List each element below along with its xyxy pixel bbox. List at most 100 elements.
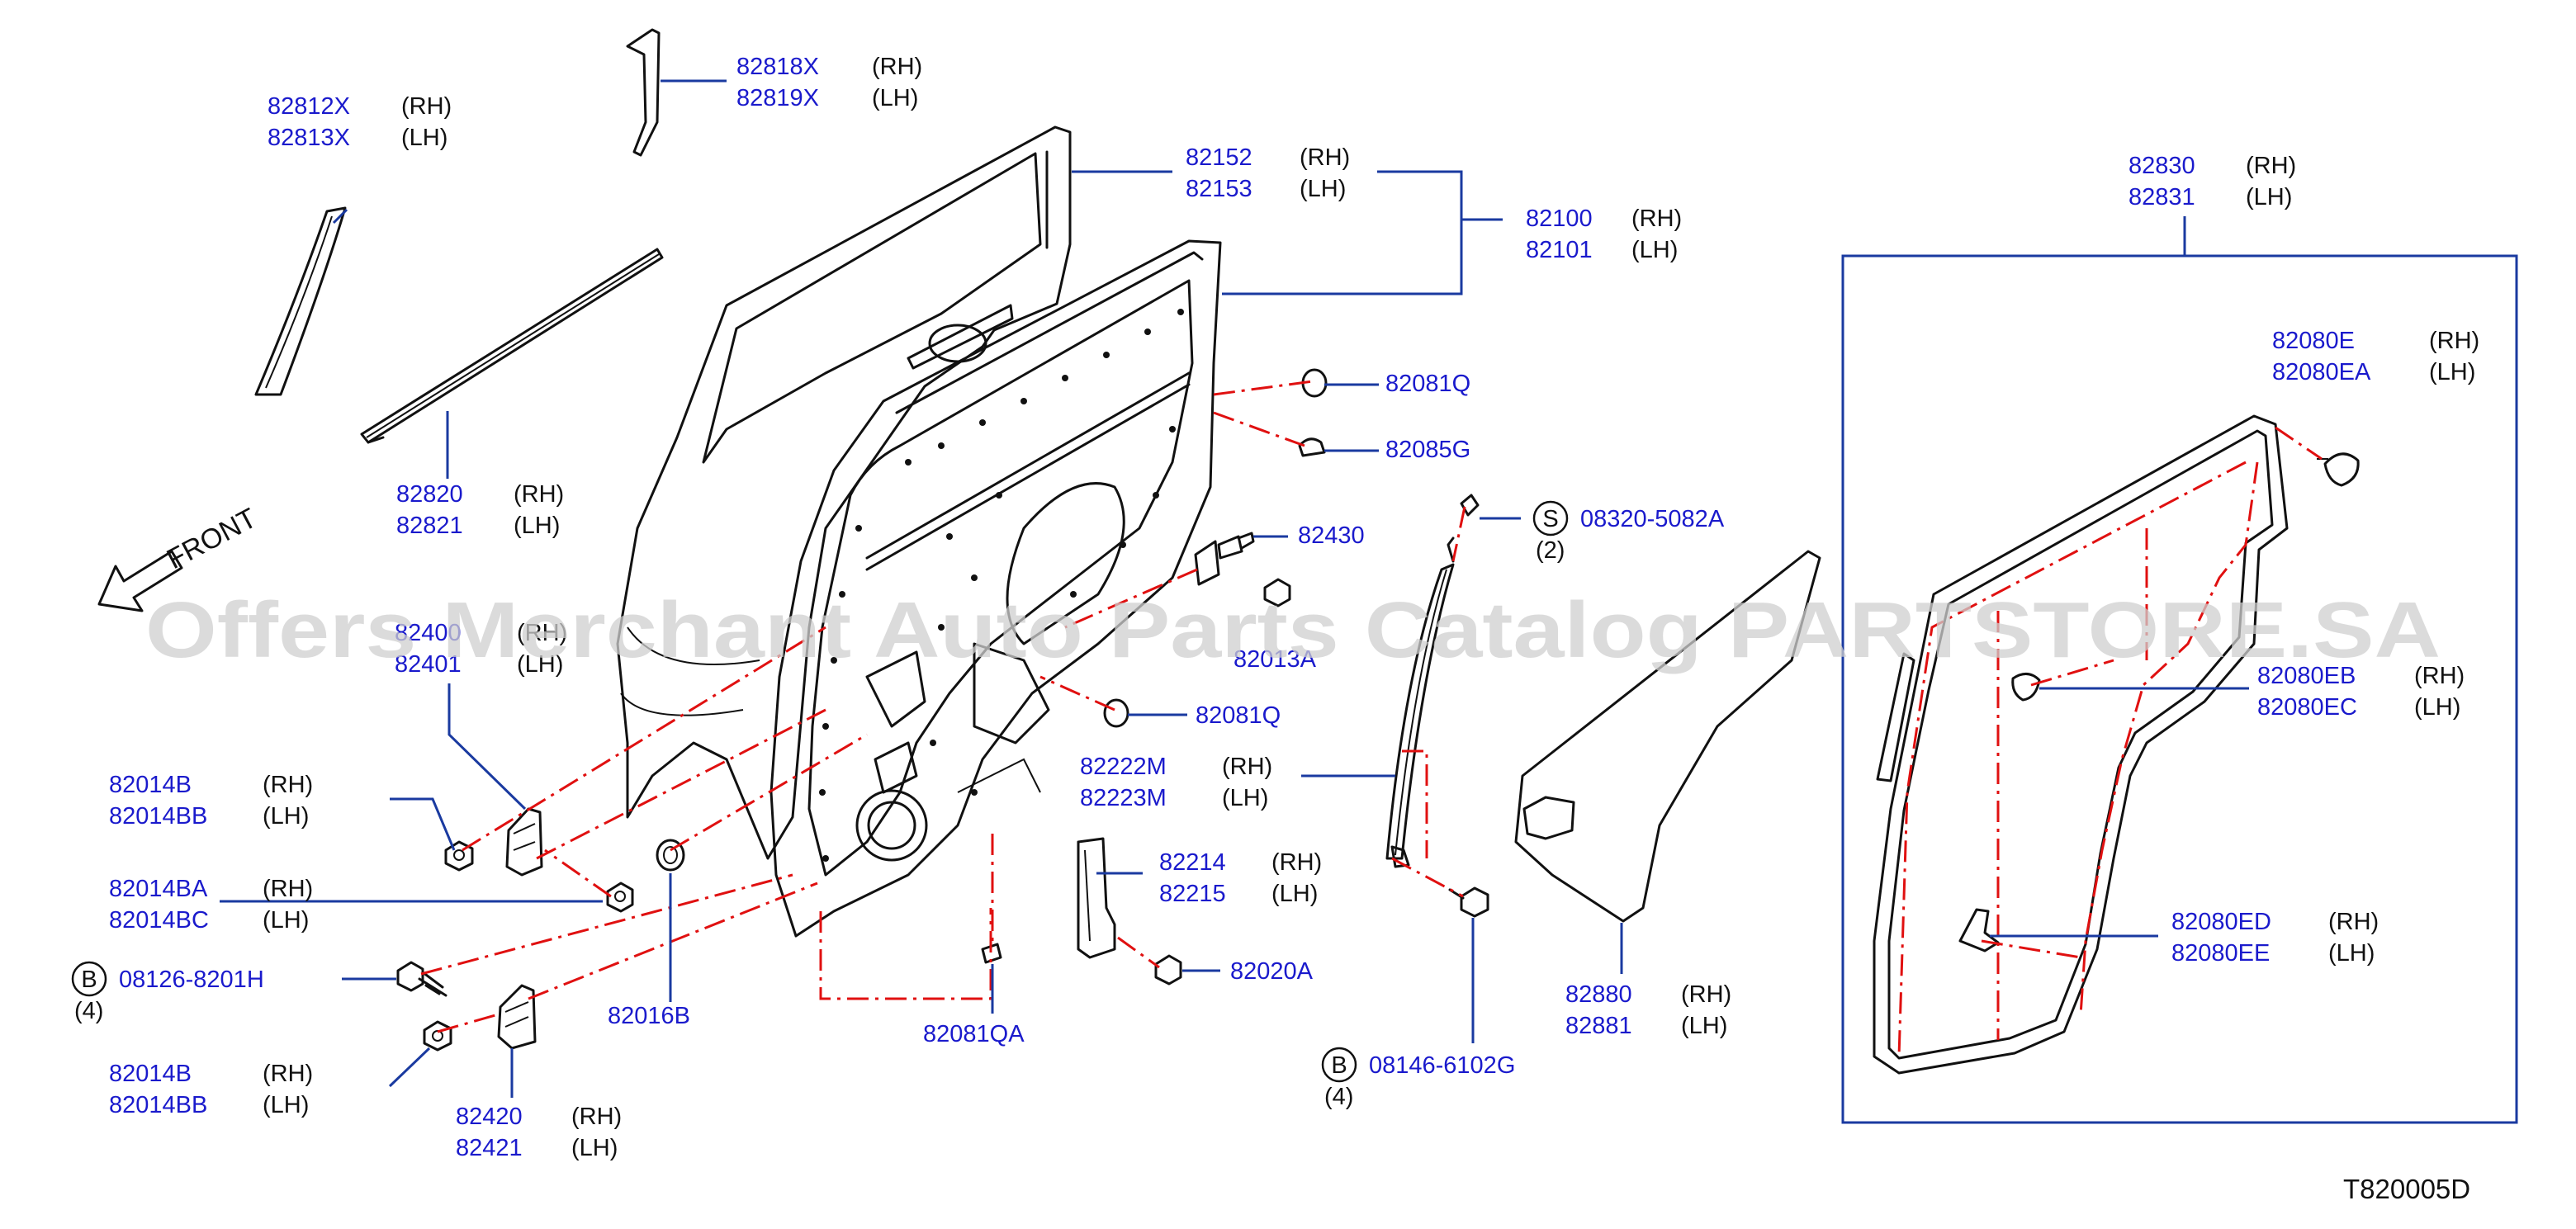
part-number[interactable]: 08126-8201H	[119, 967, 264, 993]
side-designation: (RH)	[2414, 663, 2465, 689]
side-designation: (LH)	[872, 85, 918, 111]
part-number[interactable]: 82401	[395, 651, 462, 678]
side-designation: (RH)	[1300, 144, 1350, 171]
side-designation: (LH)	[263, 803, 309, 830]
callout-c02: 82818X (RH) 82819X (LH)	[736, 54, 922, 111]
part-number[interactable]: 82080EA	[2272, 359, 2371, 385]
part-number[interactable]: 82014B	[109, 772, 192, 798]
callout-c14: 82222M (RH) 82223M (LH)	[1080, 754, 1272, 811]
part-number[interactable]: 82214	[1159, 849, 1226, 876]
part-number[interactable]: 82421	[456, 1135, 523, 1161]
part-number[interactable]: 82080EB	[2257, 663, 2356, 689]
part-number[interactable]: 82014BB	[109, 1092, 207, 1118]
callout-c08: 82430	[1298, 522, 1365, 549]
side-designation: (LH)	[2328, 940, 2375, 967]
front-arrow	[97, 550, 183, 612]
side-designation: (RH)	[571, 1104, 622, 1130]
side-designation: (LH)	[517, 651, 563, 678]
part-number[interactable]: 82014BA	[109, 876, 208, 902]
hinge-nut-lower	[423, 1020, 452, 1052]
part-number[interactable]: 82016B	[608, 1003, 690, 1029]
part-number[interactable]: 82101	[1526, 237, 1593, 263]
outer-door-panel-part	[616, 125, 1072, 860]
side-designation: (LH)	[1631, 237, 1678, 263]
callouts-layer: 82812X (RH) 82813X (LH) 82818X (RH) 82819X (LH)…	[71, 54, 2479, 1161]
part-number[interactable]: 82152	[1186, 144, 1252, 171]
glass-run-part	[1077, 837, 1116, 959]
part-number[interactable]: 82081Q	[1385, 371, 1470, 397]
callout-c01: 82812X(RH)82813X(LH)	[268, 93, 452, 151]
callout-c16: 82214(RH)82215(LH)	[1159, 849, 1322, 907]
callout-c11: 82013A	[1234, 646, 1317, 673]
part-number[interactable]: 82812X	[268, 93, 350, 120]
side-designation: (RH)	[517, 620, 567, 646]
part-number[interactable]: 82080EC	[2257, 694, 2357, 721]
part-number[interactable]: 82014BC	[109, 907, 209, 934]
part-number[interactable]: 82014BB	[109, 803, 207, 830]
side-designation: (LH)	[1271, 881, 1318, 907]
part-number[interactable]: 82222M	[1080, 754, 1167, 780]
callout-c24: 82880(RH)82881(LH)	[1565, 981, 1731, 1039]
part-number[interactable]: 82813X	[268, 125, 350, 151]
part-number[interactable]: 82881	[1565, 1013, 1632, 1039]
callout-c12: 82081Q	[1196, 702, 1281, 729]
plug-82085g	[1298, 437, 1326, 457]
part-number[interactable]: 82085G	[1385, 437, 1470, 463]
part-number[interactable]: 82821	[396, 513, 463, 539]
part-number[interactable]: 82013A	[1234, 646, 1317, 673]
callout-c26: 82080E (RH) 82080EA (LH)	[2272, 328, 2479, 385]
part-number[interactable]: 82215	[1159, 881, 1226, 907]
bolt-82013a	[1263, 578, 1291, 607]
part-number[interactable]: 82400	[395, 620, 462, 646]
part-number[interactable]: 82819X	[736, 85, 819, 111]
belt-molding-part	[360, 248, 664, 444]
side-designation: (LH)	[1681, 1013, 1727, 1039]
part-number[interactable]: 82818X	[736, 54, 819, 80]
part-number[interactable]: 82153	[1186, 176, 1252, 202]
side-designation: (RH)	[2328, 909, 2379, 935]
part-number[interactable]: 82830	[2129, 153, 2195, 179]
callout-c23: 82420 (RH) 82421 (LH)	[456, 1104, 622, 1161]
part-number[interactable]: 82081Q	[1196, 702, 1281, 729]
part-number[interactable]: 82080ED	[2171, 909, 2271, 935]
part-number[interactable]: 82014B	[109, 1061, 192, 1087]
leader-lines	[220, 79, 2249, 1098]
part-number[interactable]: 82223M	[1080, 785, 1167, 811]
part-number[interactable]: 82080EE	[2171, 940, 2270, 967]
side-designation: (RH)	[263, 772, 313, 798]
part-number[interactable]: 82080E	[2272, 328, 2355, 354]
callout-c07: 82085G	[1385, 437, 1470, 463]
part-number[interactable]: 82880	[1565, 981, 1632, 1008]
part-number[interactable]: 08320-5082A	[1580, 506, 1725, 532]
part-number[interactable]: 82430	[1298, 522, 1365, 549]
check-link-part	[1194, 532, 1255, 586]
callout-badge-circle	[1321, 1047, 1357, 1083]
sash-molding-part	[626, 28, 661, 157]
side-designation: (LH)	[2429, 359, 2475, 385]
side-designation: (LH)	[1222, 785, 1268, 811]
side-designation: (RH)	[1222, 754, 1272, 780]
callout-c15: 82014BA(RH)82014BC(LH)	[109, 876, 313, 934]
callout-c18: 82020A	[1230, 958, 1314, 985]
sash-channel-part	[1385, 494, 1480, 868]
part-number[interactable]: 82820	[396, 481, 463, 508]
callout-badge-circle	[71, 961, 107, 997]
part-number[interactable]: 82020A	[1230, 958, 1314, 985]
part-number[interactable]: 82100	[1526, 206, 1593, 232]
bolt-82020a	[1154, 954, 1182, 986]
side-designation: (RH)	[2429, 328, 2479, 354]
centerlines	[420, 380, 2323, 1057]
part-number[interactable]: 08146-6102G	[1369, 1052, 1515, 1079]
side-designation: (RH)	[872, 54, 922, 80]
part-number[interactable]: 82831	[2129, 184, 2195, 210]
side-designation: (LH)	[571, 1135, 618, 1161]
part-number[interactable]: 82081QA	[923, 1021, 1025, 1047]
part-number[interactable]: 82420	[456, 1104, 523, 1130]
side-designation: (RH)	[401, 93, 452, 120]
clip-82080e	[2317, 452, 2360, 487]
